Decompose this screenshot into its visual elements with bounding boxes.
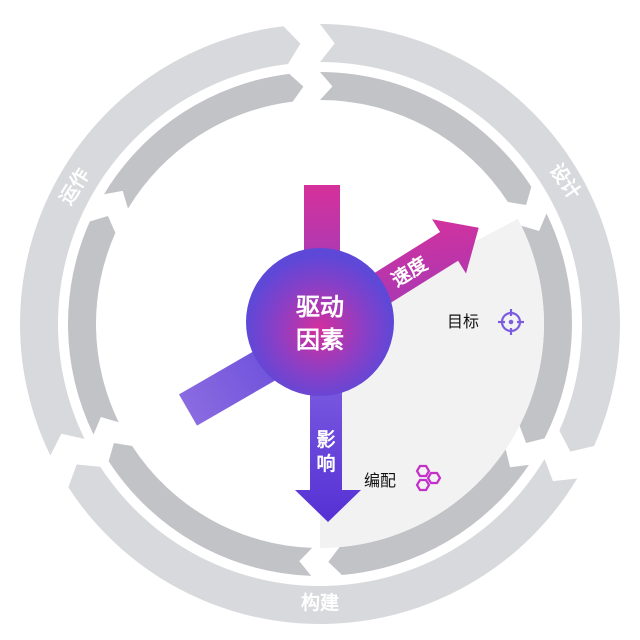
phase-build: 构建 — [301, 591, 339, 614]
center-label-2: 因素 — [296, 326, 344, 354]
impact-label-1: 影 — [316, 429, 335, 451]
inner-ring-segment — [519, 213, 572, 443]
inner-ring-segment — [67, 215, 119, 435]
impact-label-2: 响 — [316, 452, 335, 475]
hexagons-icon — [415, 464, 442, 492]
orchestration-label: 编配 — [364, 471, 396, 490]
target-crosshair-icon — [498, 309, 524, 335]
inner-ring-segment — [103, 73, 304, 209]
center-circle — [246, 248, 394, 396]
target-label: 目标 — [447, 312, 479, 331]
inner-ring-segment — [328, 449, 529, 576]
cycle-rings — [20, 24, 620, 625]
outer-ring-segment — [68, 458, 578, 625]
outer-ring-segment — [320, 24, 620, 452]
impact-arrow: 影 响 — [295, 380, 361, 522]
inner-ring-segment — [320, 72, 532, 205]
outer-ring-segment — [20, 26, 301, 456]
center-label-1: 驱动 — [296, 293, 344, 321]
inner-ring-segment — [108, 443, 313, 576]
